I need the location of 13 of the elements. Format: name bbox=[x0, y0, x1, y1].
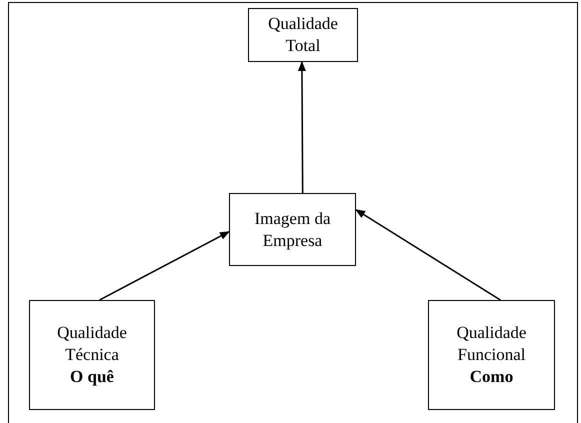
box-label: Qualidade Total bbox=[267, 13, 339, 57]
process-box bbox=[428, 300, 555, 410]
arrow bbox=[355, 209, 501, 301]
arrow bbox=[298, 61, 306, 193]
box-label: Imagem da Empresa bbox=[254, 208, 332, 252]
box-sublabel: O quê bbox=[69, 366, 115, 388]
box-sublabel: Como bbox=[468, 366, 514, 388]
process-box bbox=[229, 193, 356, 266]
process-box bbox=[248, 8, 358, 62]
box-label: Qualidade Funcional bbox=[456, 322, 528, 366]
arrow bbox=[99, 231, 230, 301]
process-box bbox=[29, 300, 155, 410]
box-label: Qualidade Técnica bbox=[56, 322, 128, 366]
